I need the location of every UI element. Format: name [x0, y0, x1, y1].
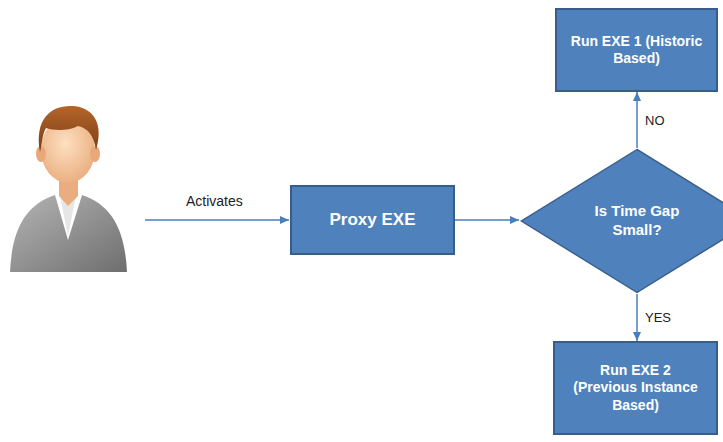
activation-arrow	[145, 219, 289, 221]
edge-label: NO	[643, 113, 667, 128]
node-text: Run EXE 2 (Previous Instance Based)	[571, 362, 701, 415]
annotation-label: Activates	[186, 193, 243, 209]
flow-arrow	[636, 294, 638, 341]
process-box: Run EXE 1 (Historic Based)	[555, 8, 718, 92]
process-box: Run EXE 2 (Previous Instance Based)	[553, 341, 718, 435]
decision-diamond: Is Time Gap Small?	[519, 148, 723, 294]
flow-arrow	[455, 219, 519, 221]
node-text: Is Time Gap Small?	[587, 202, 687, 240]
person-figure	[10, 106, 289, 272]
node-text: Run EXE 1 (Historic Based)	[567, 33, 707, 68]
edge-label: YES	[643, 310, 673, 325]
flow-arrow	[636, 92, 638, 148]
text-group: Is Time Gap Small?	[587, 202, 687, 240]
node-text: Proxy EXE	[330, 209, 416, 230]
text-group: Run EXE 2 (Previous Instance Based)	[571, 362, 701, 415]
text-group: Proxy EXE	[330, 209, 416, 230]
process-box: Proxy EXE	[290, 185, 455, 255]
text-group: Run EXE 1 (Historic Based)	[567, 33, 707, 68]
